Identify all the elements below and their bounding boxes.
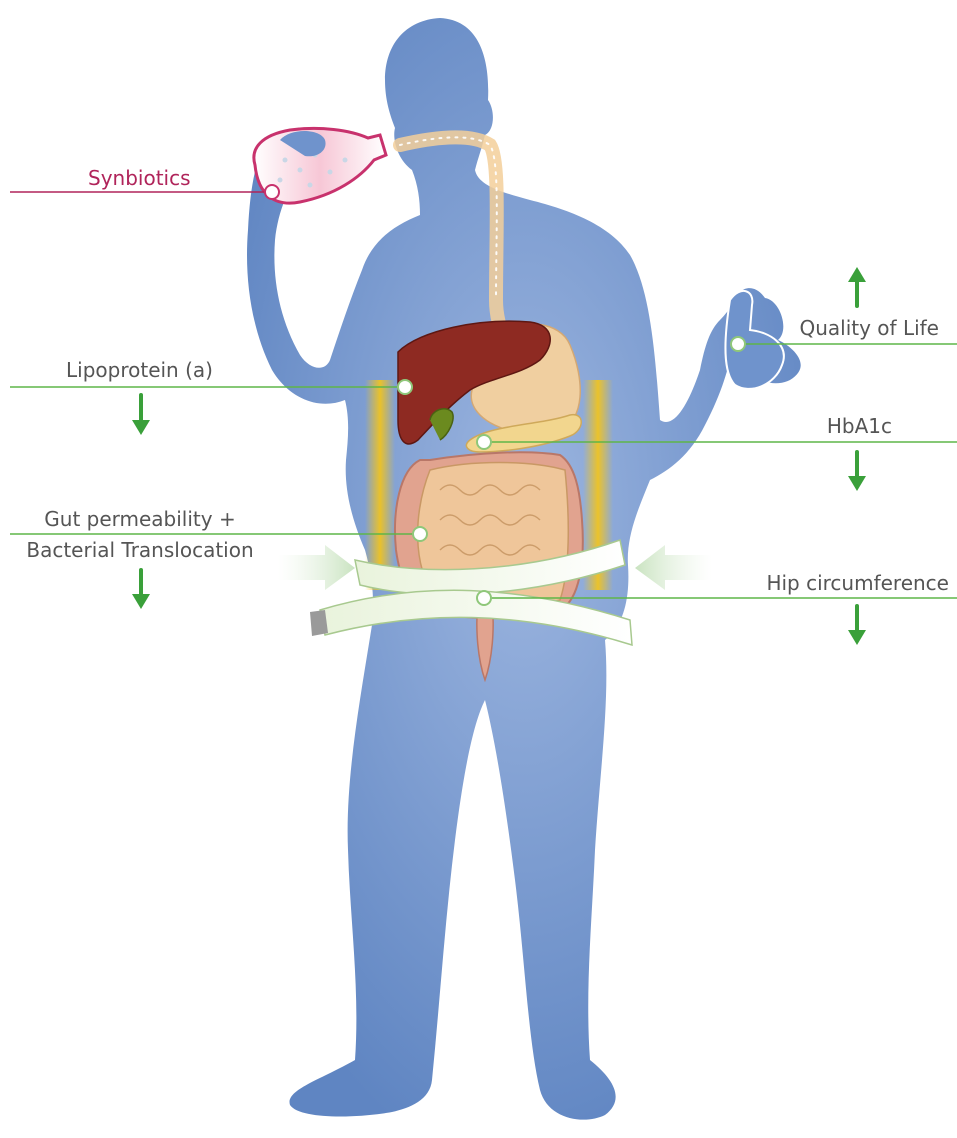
synbiotics-label: Synbiotics bbox=[88, 166, 191, 190]
hba1c-marker bbox=[477, 435, 491, 449]
lipoprotein-marker bbox=[398, 380, 412, 394]
gut-label-line2: Bacterial Translocation bbox=[20, 538, 260, 562]
synbiotics-marker bbox=[265, 185, 279, 199]
quality-marker bbox=[731, 337, 745, 351]
hba1c-label: HbA1c bbox=[827, 414, 892, 438]
lipoprotein-label: Lipoprotein (a) bbox=[66, 358, 213, 382]
compression-arrow-right bbox=[635, 545, 712, 590]
gut-marker bbox=[413, 527, 427, 541]
hip-circumference-label: Hip circumference bbox=[766, 571, 949, 595]
hba1c-down-arrow bbox=[848, 452, 866, 491]
quality-up-arrow bbox=[848, 267, 866, 306]
hip-down-arrow bbox=[848, 606, 866, 645]
hip-marker bbox=[477, 591, 491, 605]
gut-label-line1: Gut permeability + bbox=[20, 507, 260, 531]
lipoprotein-down-arrow bbox=[132, 395, 150, 435]
gut-down-arrow bbox=[132, 570, 150, 609]
left-fat-deposit bbox=[365, 380, 395, 590]
quality-of-life-label: Quality of Life bbox=[799, 316, 939, 340]
compression-arrow-left bbox=[278, 545, 355, 590]
